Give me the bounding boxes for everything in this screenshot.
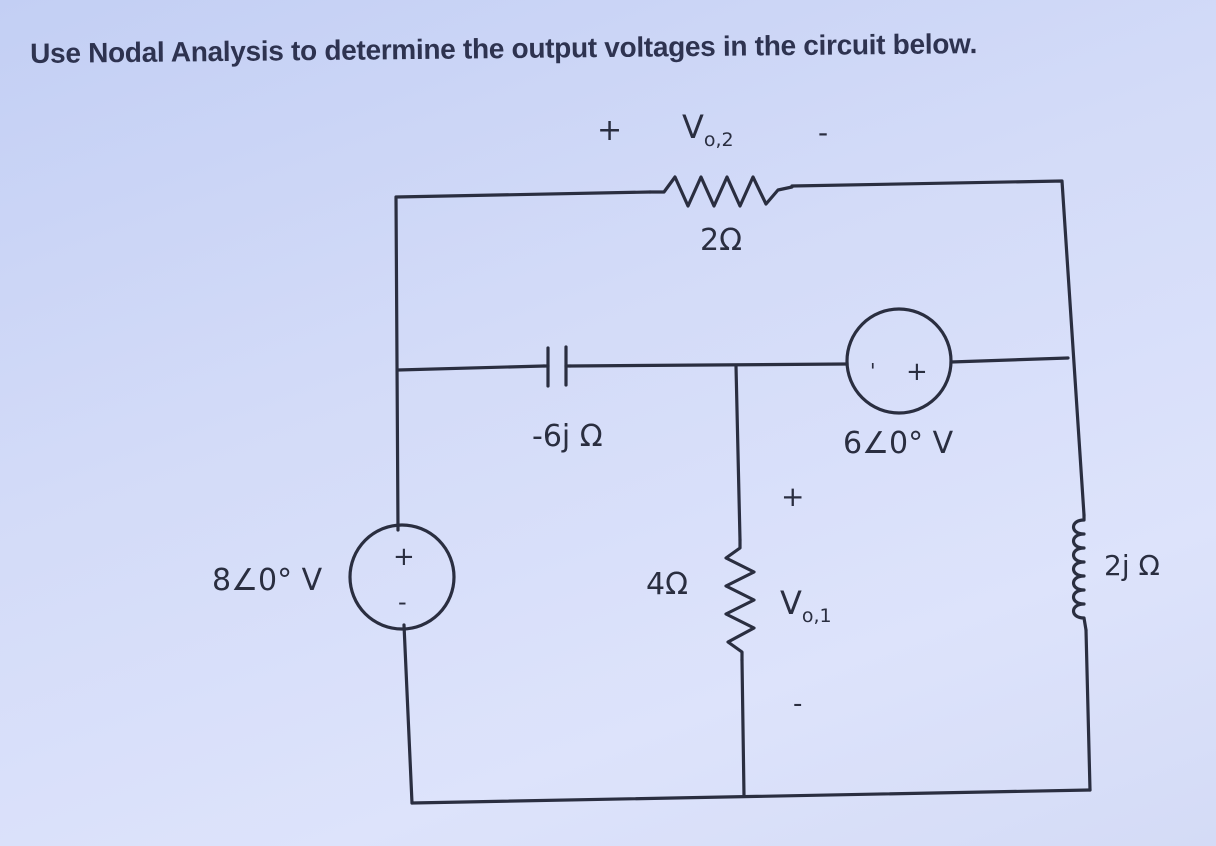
source-left-minus: - (398, 588, 407, 616)
wire-cap-right (568, 362, 849, 368)
vo2-minus: - (818, 116, 828, 149)
wire-right-lower (1084, 628, 1092, 792)
capacitor-label: -6j Ω (532, 419, 603, 454)
inductor-label: 2j Ω (1104, 549, 1160, 582)
source-left-label: 8∠0° V (212, 563, 323, 598)
vo2-label: Vo,2 (682, 108, 734, 151)
wire-top-left (394, 190, 652, 532)
wire-mid-lower (740, 658, 746, 798)
inductor-2j (1071, 513, 1088, 632)
resistor-4ohm (724, 538, 756, 662)
source-left-plus: + (393, 542, 415, 572)
source-right-plus: + (906, 357, 928, 387)
resistor-2ohm (648, 175, 794, 208)
vo1-label: Vo,1 (780, 584, 832, 627)
wire-top-right (790, 179, 1086, 517)
voltage-source-left (348, 523, 456, 631)
source-right-minus: ' (870, 359, 876, 383)
wire-bottom (410, 788, 1092, 805)
resistor-mid-label: 4Ω (646, 567, 688, 602)
resistor-top-label: 2Ω (700, 223, 742, 258)
voltage-source-right (845, 307, 953, 415)
wire-src-right (949, 356, 1070, 364)
vo2-plus: + (597, 113, 622, 148)
vo1-minus: - (793, 689, 802, 719)
source-right-label: 6∠0° V (843, 426, 954, 461)
wire-cap-left (396, 364, 546, 372)
wire-mid-upper (734, 364, 742, 542)
wire-left-lower (402, 623, 414, 805)
vo1-plus: + (781, 480, 804, 513)
